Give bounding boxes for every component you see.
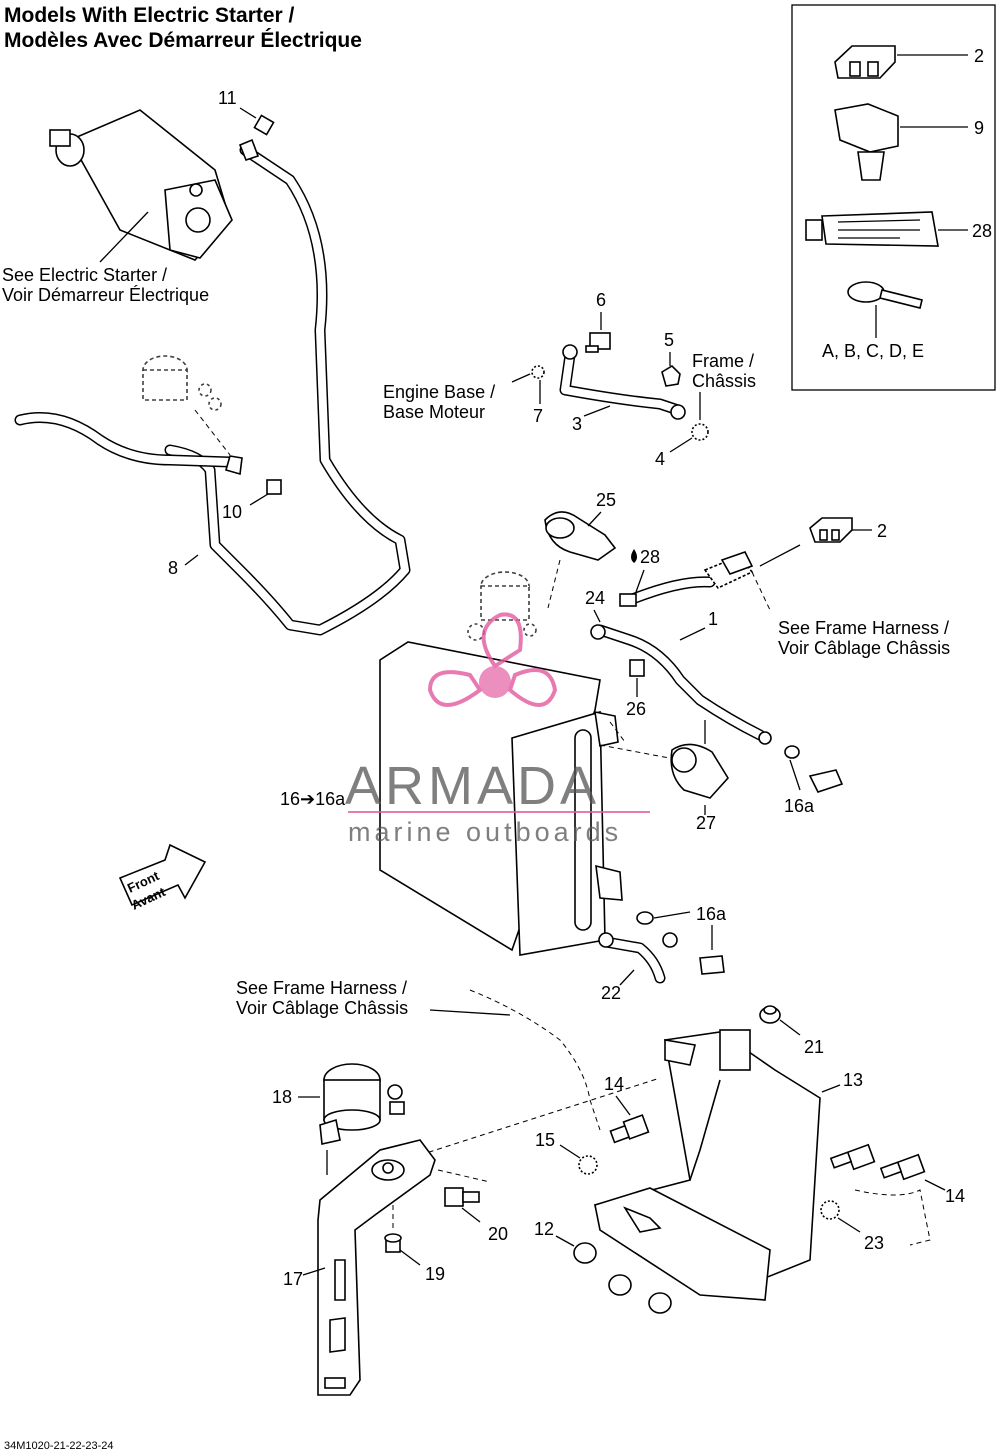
note-harness-1: See Frame Harness / [778, 618, 949, 638]
callout-22: 22 [601, 983, 621, 1003]
callout-5: 5 [664, 330, 674, 350]
battery-hardware-16a-top [784, 745, 844, 793]
note-battery: 16➔16a [280, 789, 346, 809]
front-direction-arrow: Front Avant [118, 843, 207, 913]
terminal-boot-part-27 [670, 743, 729, 799]
note-harness-2: Voir Câblage Châssis [778, 638, 950, 658]
note-harness2-1: See Frame Harness / [236, 978, 407, 998]
inset-label-2: 2 [974, 46, 984, 66]
clip-icon [834, 103, 899, 181]
note-frame-2: Châssis [692, 371, 756, 391]
callout-23: 23 [864, 1233, 884, 1253]
callout-14-right: 14 [945, 1186, 965, 1206]
battery-hardware-16a-bottom [636, 911, 725, 975]
callout-20: 20 [488, 1224, 508, 1244]
solenoid-ghost-battery [467, 571, 537, 641]
callout-28: 28 [640, 547, 660, 567]
grommet-part-21 [759, 1005, 781, 1024]
callout-8: 8 [168, 558, 178, 578]
battery-part-16 [379, 641, 623, 956]
bolt-part-20 [444, 1187, 480, 1207]
terminal-boot-part-25 [544, 511, 617, 561]
callout-25: 25 [596, 490, 616, 510]
nut-part-10 [266, 479, 282, 495]
callout-11: 11 [218, 88, 237, 108]
callout-27: 27 [696, 813, 716, 833]
callout-17: 17 [283, 1269, 303, 1289]
bolt-part-14-left [609, 1114, 650, 1144]
callout-26: 26 [626, 699, 646, 719]
callout-18: 18 [272, 1087, 292, 1107]
callout-15: 15 [535, 1130, 555, 1150]
callout-21: 21 [804, 1037, 824, 1057]
inset-label-28: 28 [972, 221, 992, 241]
callout-14-left: 14 [604, 1074, 624, 1094]
callout-2: 2 [877, 521, 887, 541]
watermark-tagline: marine outboards [348, 817, 622, 847]
note-starter-2: Voir Démarreur Électrique [2, 285, 209, 305]
ground-strap [531, 332, 709, 441]
callout-7: 7 [533, 406, 543, 426]
inset-label-ties: A, B, C, D, E [822, 341, 924, 361]
bushing-part-12 [573, 1242, 672, 1314]
bolt-part-26 [629, 659, 645, 677]
callout-6: 6 [596, 290, 606, 310]
bolt-part-14-right [829, 1143, 926, 1181]
inset-label-9: 9 [974, 118, 984, 138]
callout-16a-top: 16a [784, 796, 815, 816]
inset-frame [791, 4, 996, 391]
washer-part-23 [820, 1200, 840, 1220]
callout-4: 4 [655, 449, 665, 469]
callout-24: 24 [585, 588, 605, 608]
battery-tray-part-13 [594, 1029, 821, 1301]
negative-cable-part-22 [598, 932, 678, 984]
grease-drop-icon [631, 549, 637, 563]
fuse-icon [834, 45, 896, 79]
nut-part-11 [253, 114, 275, 136]
watermark-logo [427, 612, 558, 707]
note-engine-2: Base Moteur [383, 402, 485, 422]
callout-10: 10 [222, 502, 242, 522]
note-starter-1: See Electric Starter / [2, 265, 167, 285]
solenoid-ghost-top [142, 355, 222, 411]
fuse-part-2 [809, 517, 853, 543]
title-line-1: Models With Electric Starter / [4, 4, 295, 27]
accessory-inset: 2 9 28 A, B, C, D, E [791, 4, 996, 391]
solenoid-part-18 [319, 1063, 405, 1145]
callout-3: 3 [572, 414, 582, 434]
callout-19: 19 [425, 1264, 445, 1284]
title-line-2: Modèles Avec Démarreur Électrique [4, 29, 362, 52]
callout-13: 13 [843, 1070, 863, 1090]
grommet-part-19 [384, 1233, 402, 1253]
callout-1: 1 [708, 609, 718, 629]
cable-tie-icon [847, 281, 923, 309]
figure-code: 34M1020-21-22-23-24 [4, 1440, 113, 1452]
callout-12: 12 [534, 1219, 554, 1239]
watermark-brand: ARMADA [345, 756, 600, 816]
bracket-part-17 [317, 1139, 436, 1396]
starter-cable [14, 138, 411, 636]
electric-starter [49, 109, 233, 261]
note-frame-1: Frame / [692, 351, 754, 371]
positive-cable-part-1 [590, 576, 772, 745]
note-harness2-2: Voir Câblage Châssis [236, 998, 408, 1018]
callout-16a-bottom: 16a [696, 904, 727, 924]
note-engine-1: Engine Base / [383, 382, 495, 402]
grease-tube-icon [805, 211, 939, 247]
washer-part-15 [578, 1155, 598, 1175]
